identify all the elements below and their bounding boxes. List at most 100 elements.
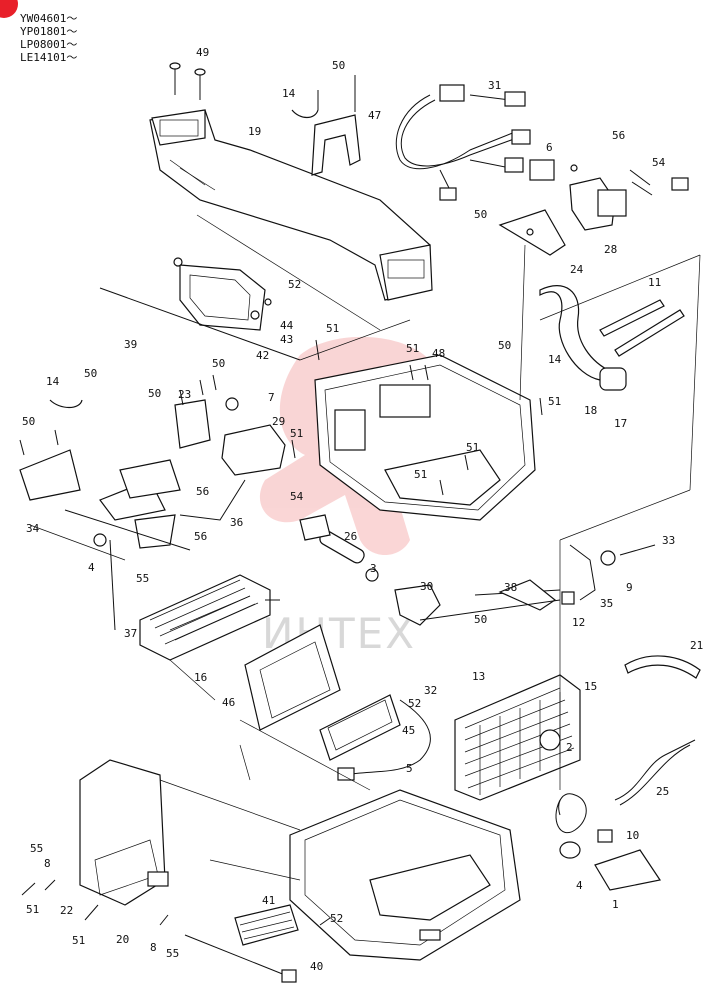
- duct-part-19: [149, 109, 433, 301]
- part-labels: 49 50 14 47 31 19 56 6 54 50 28 24 52 44…: [22, 46, 703, 973]
- part-label: 51: [26, 903, 39, 916]
- part-label: 46: [222, 696, 235, 709]
- part-label: 51: [72, 934, 85, 947]
- part-label: 21: [690, 639, 703, 652]
- part-label: 49: [196, 46, 209, 59]
- part-label: 47: [368, 109, 381, 122]
- part-label: 35: [600, 597, 613, 610]
- part-label: 50: [212, 357, 225, 370]
- part-label: 13: [472, 670, 485, 683]
- main-case: [314, 354, 536, 521]
- part-label: 50: [474, 208, 487, 221]
- filter-41: [234, 904, 299, 946]
- part-label: 40: [310, 960, 323, 973]
- part-label: 23: [178, 388, 191, 401]
- part-label: 14: [46, 375, 60, 388]
- heater-core-16: [139, 574, 280, 661]
- part-label: 50: [22, 415, 35, 428]
- part-label: 50: [148, 387, 161, 400]
- part-label: 10: [626, 829, 639, 842]
- part-label: 30: [420, 580, 433, 593]
- part-label: 56: [612, 129, 625, 142]
- cable-ties-11: [599, 299, 685, 357]
- part-label: 50: [332, 59, 345, 72]
- part-label: 22: [60, 904, 73, 917]
- evaporator-15: [454, 674, 581, 801]
- harness-5: [344, 699, 431, 776]
- part-label: 18: [584, 404, 597, 417]
- part-label: 51: [548, 395, 561, 408]
- serial-line-4: LE14101～: [20, 51, 77, 64]
- part-label: 14: [548, 353, 562, 366]
- part-label: 12: [572, 616, 585, 629]
- filter-frame-46: [244, 624, 401, 761]
- serial-line-3: LP08001～: [20, 38, 77, 51]
- part-label: 31: [488, 79, 501, 92]
- part-label: 51: [326, 322, 339, 335]
- part-label: 36: [230, 516, 243, 529]
- part-label: 32: [424, 684, 437, 697]
- part-label: 1: [612, 898, 619, 911]
- part-label: 45: [402, 724, 415, 737]
- part-label: 29: [272, 415, 285, 428]
- screws: [19, 339, 543, 926]
- duct-22: [79, 759, 169, 906]
- part-label: 42: [256, 349, 269, 362]
- part-label: 52: [408, 697, 421, 710]
- linkage-34: [19, 399, 246, 631]
- part-label: 55: [136, 572, 149, 585]
- part-label: 50: [84, 367, 97, 380]
- bracket-47: [291, 75, 361, 176]
- part-label: 38: [504, 581, 517, 594]
- part-label: 55: [30, 842, 43, 855]
- part-label: 51: [406, 342, 419, 355]
- sensor-lead-25: [614, 739, 696, 801]
- harness-31: [395, 84, 531, 201]
- corner-badge: [0, 0, 18, 18]
- doors-26-30: [299, 514, 441, 626]
- part-label: 51: [290, 427, 303, 440]
- part-label: 8: [44, 857, 51, 870]
- clip-40: [281, 969, 297, 983]
- blower-housing-42: [173, 257, 272, 331]
- part-label: 24: [570, 263, 584, 276]
- part-label: 44: [280, 319, 294, 332]
- part-label: 39: [124, 338, 137, 351]
- part-label: 43: [280, 333, 293, 346]
- part-label: 55: [166, 947, 179, 960]
- part-label: 34: [26, 522, 40, 535]
- part-label: 48: [432, 347, 445, 360]
- part-label: 52: [330, 912, 343, 925]
- part-label: 51: [466, 441, 479, 454]
- part-label: 26: [344, 530, 357, 543]
- part-label: 4: [88, 561, 95, 574]
- part-label: 41: [262, 894, 275, 907]
- sensor-lead-25-b: [619, 744, 691, 806]
- part-label: 14: [282, 87, 296, 100]
- screws-49: [169, 62, 206, 100]
- part-label: 7: [268, 391, 275, 404]
- part-label: 25: [656, 785, 669, 798]
- part-label: 2: [566, 741, 573, 754]
- part-label: 16: [194, 671, 207, 684]
- part-label: 3: [370, 562, 377, 575]
- part-label: 50: [498, 339, 511, 352]
- actuator-29: [174, 397, 286, 476]
- serial-line-1: YW04601～: [20, 12, 77, 25]
- part-label: 17: [614, 417, 627, 430]
- leader-lines: [29, 214, 701, 881]
- hose-18: [539, 285, 627, 391]
- part-label: 54: [290, 490, 304, 503]
- part-label: 19: [248, 125, 261, 138]
- thermostat-4: [555, 793, 661, 891]
- pipe-21: [624, 655, 701, 679]
- part-label: 15: [584, 680, 597, 693]
- part-label: 54: [652, 156, 666, 169]
- part-label: 11: [648, 276, 661, 289]
- part-label: 50: [474, 613, 487, 626]
- part-label: 52: [288, 278, 301, 291]
- lower-case: [289, 789, 521, 961]
- rod-39: [99, 287, 301, 361]
- part-label: 8: [150, 941, 157, 954]
